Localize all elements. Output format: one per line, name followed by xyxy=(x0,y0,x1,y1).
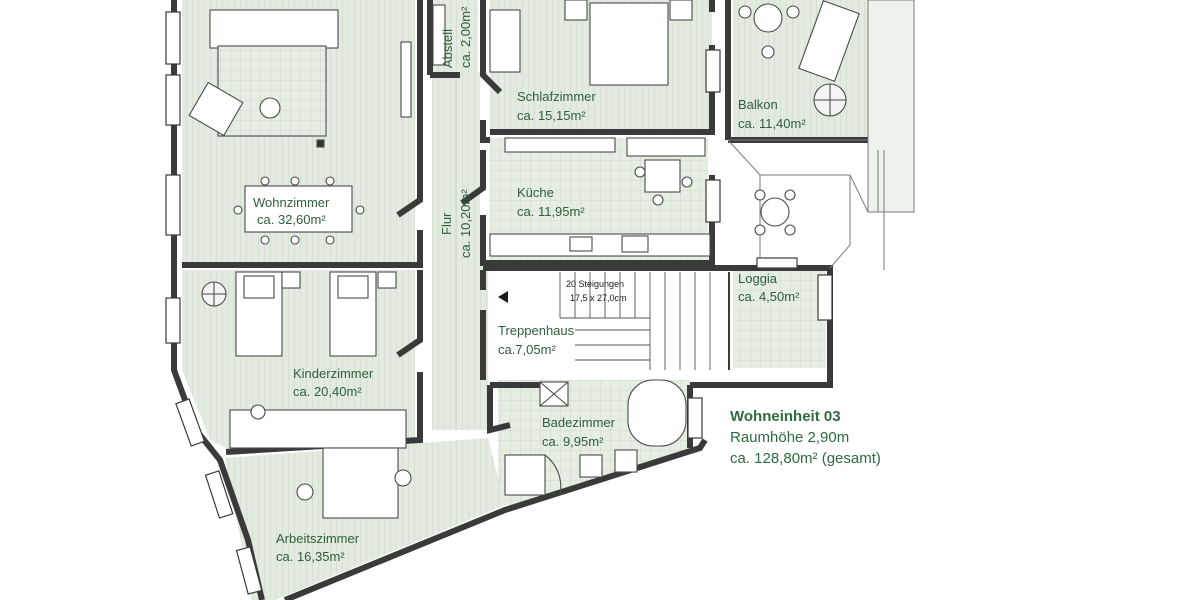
floor-arbeitszimmer xyxy=(225,438,505,600)
plant-icon-2 xyxy=(813,83,847,117)
label-kueche: Küche xyxy=(517,185,554,200)
label-arbeitszimmer: Arbeitszimmer xyxy=(276,531,360,546)
area-loggia: ca. 4,50m² xyxy=(738,289,800,304)
unit-total-area: ca. 128,80m² (gesamt) xyxy=(730,450,881,467)
label-treppenhaus: Treppenhaus xyxy=(498,323,575,338)
work-desk xyxy=(322,447,399,519)
area-wohnzimmer: ca. 32,60m² xyxy=(257,212,326,227)
area-kueche: ca. 11,95m² xyxy=(517,204,585,219)
sun-lounger xyxy=(798,0,860,83)
stairs xyxy=(488,272,730,370)
label-abstell: Abstell xyxy=(440,29,455,68)
double-bed xyxy=(589,2,669,86)
label-flur: Flur xyxy=(439,212,454,235)
label-badezimmer: Badezimmer xyxy=(542,415,616,430)
area-flur: ca. 10,20m² xyxy=(458,189,473,258)
area-schlafzimmer: ca. 15,15m² xyxy=(517,108,586,123)
stair-arrow-icon xyxy=(498,291,508,303)
plant-icon-1 xyxy=(201,281,227,307)
bathtub xyxy=(627,379,687,447)
unit-title: Wohneinheit 03 xyxy=(730,408,841,425)
rug xyxy=(217,45,327,137)
kitchen-table xyxy=(644,159,681,193)
stair-steps: 20 Steigungen xyxy=(566,279,624,289)
unit-height: Raumhöhe 2,90m xyxy=(730,429,850,446)
area-treppenhaus: ca.7,05m² xyxy=(498,342,556,357)
area-arbeitszimmer: ca. 16,35m² xyxy=(276,549,345,564)
tv-board xyxy=(400,41,412,118)
dining-table xyxy=(244,185,353,233)
windows xyxy=(165,11,833,595)
area-abstell: ca. 2,00m² xyxy=(458,6,473,68)
label-schlafzimmer: Schlafzimmer xyxy=(517,89,596,104)
label-balkon: Balkon xyxy=(738,97,778,112)
kitchen-counter xyxy=(489,233,711,257)
area-balkon: ca. 11,40m² xyxy=(738,116,806,131)
floor-loggia xyxy=(733,268,826,368)
furniture xyxy=(188,0,860,519)
floor-flur xyxy=(432,72,488,430)
kitchen-top xyxy=(504,137,616,153)
area-kinderzimmer: ca. 20,40m² xyxy=(293,384,362,399)
sofa xyxy=(209,9,339,49)
lamp xyxy=(316,139,325,148)
label-loggia: Loggia xyxy=(738,271,778,286)
armchair xyxy=(188,81,244,137)
label-wohnzimmer: Wohnzimmer xyxy=(253,195,330,210)
label-kinderzimmer: Kinderzimmer xyxy=(293,366,374,381)
dining-chairs xyxy=(233,176,365,245)
room-labels: Abstell ca. 2,00m² Schlafzimmer ca. 15,1… xyxy=(253,6,806,564)
unit-info: Wohneinheit 03 Raumhöhe 2,90m ca. 128,80… xyxy=(730,406,881,469)
area-badezimmer: ca. 9,95m² xyxy=(542,434,604,449)
balcony-edges xyxy=(727,0,915,270)
coffee-table xyxy=(259,97,281,119)
stair-dimension: 17,5 x 27,0cm xyxy=(570,293,627,303)
